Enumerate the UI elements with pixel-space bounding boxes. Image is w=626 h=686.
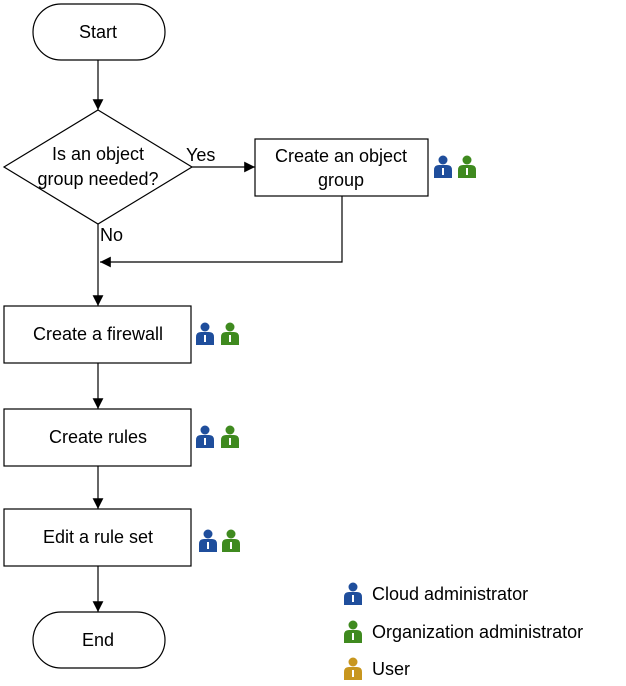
- legend: Cloud administrator Organization adminis…: [344, 582, 583, 680]
- yes-label: Yes: [186, 145, 215, 165]
- legend-org-admin-icon: [344, 620, 362, 643]
- legend-cloud-admin-icon: [344, 582, 362, 605]
- create-object-group-line2: group: [318, 170, 364, 190]
- decision-node: [2, 109, 194, 225]
- cloud-admin-icon: [196, 322, 214, 345]
- legend-cloud-admin-label: Cloud administrator: [372, 584, 528, 604]
- decision-label-line1: Is an object: [52, 144, 144, 164]
- edge-objectgroup-merge: [100, 196, 343, 268]
- create-firewall-label: Create a firewall: [33, 324, 163, 344]
- edit-rule-set-node: [3, 508, 192, 567]
- start-label: Start: [79, 22, 117, 42]
- org-admin-icon: [222, 529, 240, 552]
- create-object-group-line1: Create an object: [275, 146, 407, 166]
- legend-org-admin-label: Organization administrator: [372, 622, 583, 642]
- create-rules-node: [3, 408, 192, 467]
- end-label: End: [82, 630, 114, 650]
- org-admin-icon: [221, 322, 239, 345]
- create-object-group-node: [254, 138, 429, 197]
- org-admin-icon: [458, 155, 476, 178]
- cloud-admin-icon: [196, 425, 214, 448]
- no-label: No: [100, 225, 123, 245]
- start-node: [32, 3, 166, 61]
- org-admin-icon: [221, 425, 239, 448]
- create-rules-label: Create rules: [49, 427, 147, 447]
- legend-user-label: User: [372, 659, 410, 679]
- end-node: [32, 611, 166, 669]
- edit-rule-set-label: Edit a rule set: [43, 527, 153, 547]
- legend-user-icon: [344, 657, 362, 680]
- decision-label-line2: group needed?: [37, 169, 158, 189]
- create-firewall-node: [3, 305, 192, 364]
- cloud-admin-icon: [199, 529, 217, 552]
- cloud-admin-icon: [434, 155, 452, 178]
